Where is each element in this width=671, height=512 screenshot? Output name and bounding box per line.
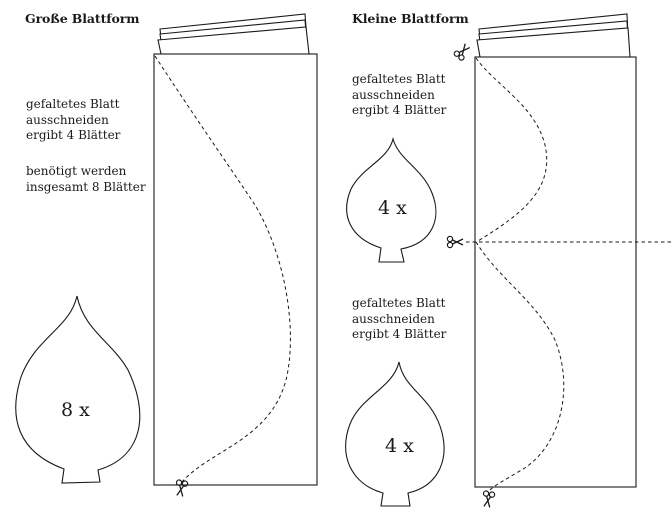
left-folded-paper-stack [153,13,318,486]
scissors-icon [446,235,464,249]
right-folded-paper-stack [474,13,637,488]
left-paper-sheet [153,53,318,486]
right-lower-cut-line [475,241,565,491]
right-instruction-bottom: gefaltetes Blatt ausschneiden ergibt 4 B… [352,296,447,341]
large-leaf-count: 8 x [61,399,90,421]
scissors-icon [175,479,189,497]
large-leaf-shape [15,295,141,484]
small-leaf-top-count: 4 x [378,197,407,219]
right-upper-cut-line [475,57,548,242]
left-instruction: gefaltetes Blatt ausschneiden ergibt 4 B… [26,97,121,142]
scissors-icon [482,490,496,508]
small-leaf-bottom-shape [345,361,445,507]
right-heading: Kleine Blattform [352,11,469,26]
left-note: benötigt werden insgesamt 8 Blätter [26,164,146,194]
scissors-icon [453,43,471,61]
left-cut-line [154,55,291,483]
right-paper-sheet [474,56,637,488]
small-leaf-bottom-count: 4 x [385,435,414,457]
right-instruction-top: gefaltetes Blatt ausschneiden ergibt 4 B… [352,72,447,117]
left-heading: Große Blattform [25,11,140,26]
small-leaf-top-shape [346,136,437,263]
